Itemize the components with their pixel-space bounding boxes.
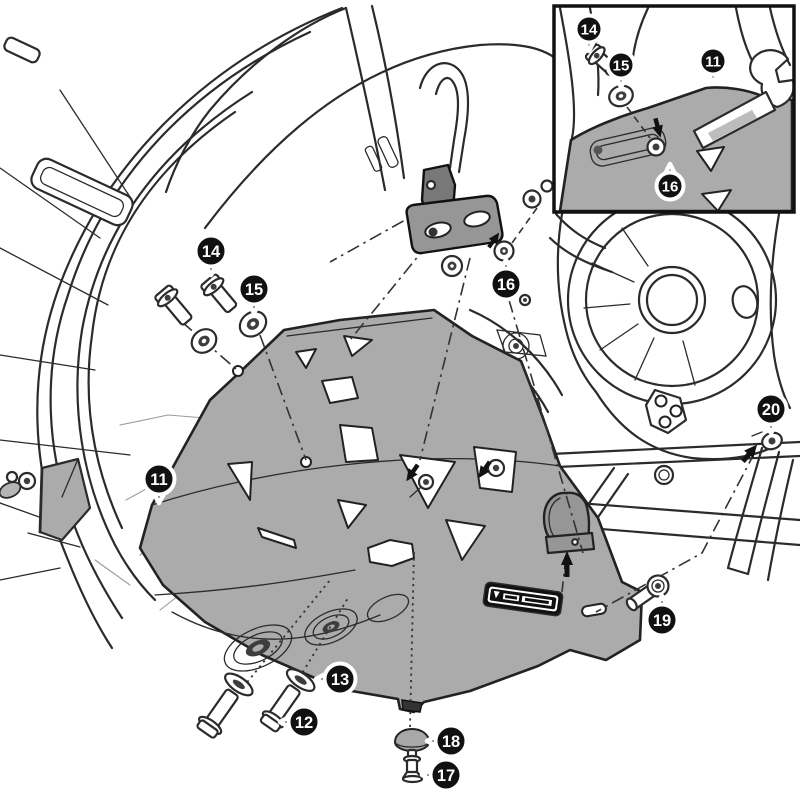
bolt-12a (196, 672, 254, 739)
inset-callout-14-pin: 14 (573, 13, 605, 54)
callout-14-pin: 14 (193, 233, 229, 278)
washer-15b (238, 310, 268, 338)
bolt-12b (259, 668, 316, 733)
front-fender (164, 4, 562, 230)
bottom-tab (401, 699, 423, 713)
callout-19-pin: 19 (644, 593, 680, 638)
callout-17-pin: 17 (419, 757, 464, 793)
callout-16-pin: 16 (488, 257, 524, 302)
inset-callout-14-label: 14 (581, 22, 598, 39)
callout-16-label: 16 (497, 276, 515, 294)
inset-callout-11-pin: 11 (697, 45, 729, 86)
callouts: 11 14 15 16 20 19 12 (141, 233, 789, 793)
inset-callout-16-label: 16 (662, 179, 679, 196)
bolt-14a (154, 284, 193, 326)
callout-20-pin: 20 (753, 391, 789, 436)
inset-callout-11-label: 11 (705, 54, 721, 71)
callout-11-label: 11 (150, 471, 167, 489)
callout-17-label: 17 (437, 767, 455, 785)
callout-13-pin: 13 (313, 661, 358, 697)
direction-arrows (406, 232, 758, 577)
washer-b (493, 240, 515, 262)
callout-13-label: 13 (331, 671, 349, 689)
washer-15a (190, 328, 218, 354)
bolt-14b (200, 273, 238, 314)
brand-badge (482, 581, 564, 617)
inset-border (552, 4, 796, 214)
upper-bracket-assembly (405, 163, 554, 307)
inset-callout-15-pin: 15 (605, 49, 637, 90)
washer-c (522, 179, 554, 209)
callout-11-pin: 11 (141, 461, 177, 506)
inset-callout-15-label: 15 (613, 58, 630, 75)
engine-mount-plate (644, 388, 688, 435)
left-bolt-group (154, 273, 268, 354)
screw-17 (401, 754, 424, 784)
rear-tab-slot (581, 602, 607, 618)
detail-inset: 14 15 16 11 (552, 4, 796, 214)
callout-15-pin: 15 (236, 271, 272, 316)
grommet-18 (393, 727, 431, 760)
wheel-spokes (0, 89, 133, 581)
inset-callouts: 14 15 16 11 (573, 13, 729, 202)
callout-19-label: 19 (653, 612, 671, 630)
through-hole-bolt (409, 458, 506, 498)
boss-recess-2 (304, 608, 358, 646)
callout-15-label: 15 (245, 281, 263, 299)
bottom-bolt-group (196, 668, 316, 739)
callout-12-pin: 12 (277, 704, 322, 740)
washer-a (440, 254, 464, 278)
callout-18-label: 18 (442, 733, 460, 751)
hex-nut (653, 464, 675, 486)
callout-18-pin: 18 (424, 723, 469, 759)
crash-bar-tubes (726, 431, 795, 582)
inset-callout-16-pin: 16 (654, 161, 686, 202)
leader-lines (181, 195, 756, 728)
skid-plate (138, 308, 644, 714)
inset-washer-target (646, 137, 666, 157)
front-wheel (0, 6, 344, 650)
inset-washer-15 (608, 84, 634, 108)
fender-vent (364, 136, 399, 172)
callout-14-label: 14 (202, 243, 221, 261)
callout-12-label: 12 (295, 714, 313, 732)
bolt-19 (625, 574, 670, 612)
boss-recess-1 (223, 624, 293, 672)
callout-20-label: 20 (762, 401, 780, 419)
front-mount-bracket (0, 457, 92, 542)
mount-bracket-plate (405, 194, 504, 255)
clutch-cover (566, 194, 778, 406)
wrench (692, 49, 795, 150)
callout20-mount (751, 431, 783, 451)
rim-weight (3, 36, 134, 227)
